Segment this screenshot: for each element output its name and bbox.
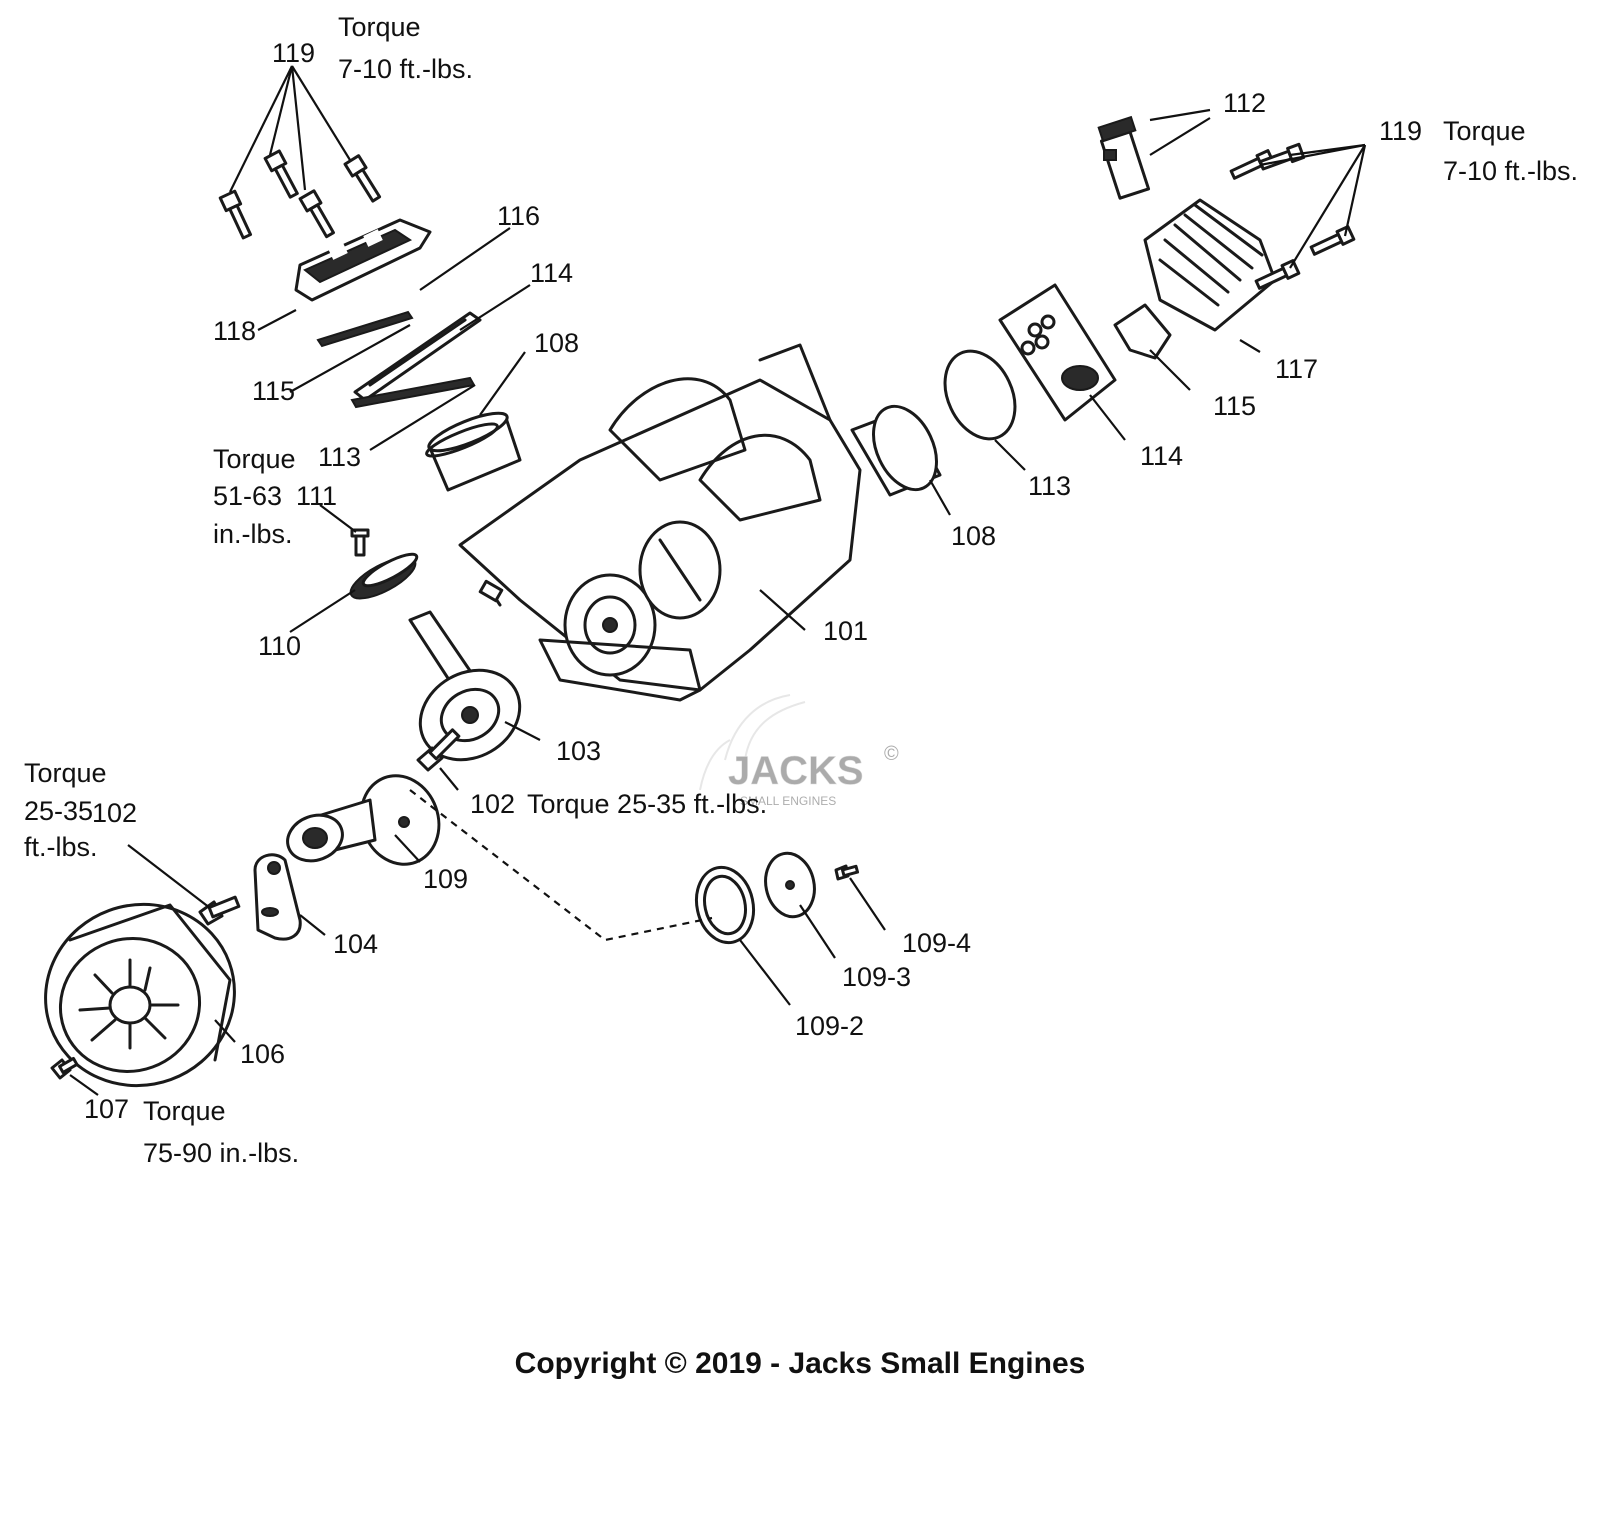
callout-102-right: 102 bbox=[470, 789, 515, 819]
callout-115-right: 115 bbox=[1213, 391, 1256, 421]
callout-106: 106 bbox=[240, 1039, 285, 1069]
callout-114-left: 114 bbox=[530, 258, 573, 288]
torque-119-right-line2: 7-10 ft.-lbs. bbox=[1443, 156, 1578, 186]
fan-106 bbox=[44, 902, 236, 1088]
callout-112: 112 bbox=[1223, 88, 1266, 118]
torque-note-107: Torque 75-90 in.-lbs. bbox=[143, 1096, 299, 1168]
callout-111: 111 bbox=[296, 481, 337, 511]
piston-rod-109 bbox=[286, 774, 441, 866]
callout-119-right: 119 bbox=[1379, 116, 1422, 146]
watermark-subtext: SMALL ENGINES bbox=[740, 794, 836, 808]
leader-lines bbox=[69, 65, 1367, 1096]
callout-101: 101 bbox=[823, 616, 868, 646]
torque-111-line3: in.-lbs. bbox=[213, 519, 293, 549]
torque-note-111: Torque 51-63 in.-lbs. bbox=[213, 444, 296, 549]
valve-plate-114-right bbox=[998, 283, 1117, 422]
torque-111-line1: Torque bbox=[213, 444, 296, 474]
callout-113-left: 113 bbox=[318, 442, 361, 472]
torque-107-line2: 75-90 in.-lbs. bbox=[143, 1138, 299, 1168]
torque-102-left-line2: 25-35 bbox=[24, 796, 93, 826]
callout-119-left: 119 bbox=[272, 38, 315, 68]
crankcase-101 bbox=[458, 343, 862, 702]
bolt-102-upper bbox=[416, 728, 461, 772]
screw-107 bbox=[50, 1056, 79, 1080]
cylinder-head-118 bbox=[294, 218, 432, 302]
disc-109-3 bbox=[764, 851, 816, 919]
callout-109-4: 109-4 bbox=[902, 928, 971, 958]
torque-note-102-left: Torque 25-35 ft.-lbs. bbox=[24, 758, 107, 862]
callout-115-left: 115 bbox=[252, 376, 295, 406]
callout-109: 109 bbox=[423, 864, 468, 894]
counterweight-104 bbox=[253, 853, 302, 941]
torque-107-line1: Torque bbox=[143, 1096, 226, 1126]
piston-110 bbox=[349, 552, 419, 600]
gasket-115-right bbox=[1113, 303, 1172, 360]
jacks-watermark-logo: JACKS SMALL ENGINES © bbox=[699, 694, 899, 808]
bolts-119-left bbox=[218, 149, 382, 240]
torque-119-right-line1: Torque bbox=[1443, 116, 1526, 146]
valve-112 bbox=[1097, 115, 1151, 200]
bolts-119-right bbox=[1229, 142, 1356, 290]
callout-118: 118 bbox=[213, 316, 256, 346]
watermark-copyright-mark: © bbox=[884, 743, 899, 765]
sleeve-108-left bbox=[427, 411, 522, 492]
torque-note-119-left: Torque 7-10 ft.-lbs. bbox=[338, 12, 473, 84]
torque-102-left-line3: ft.-lbs. bbox=[24, 832, 98, 862]
callout-117: 117 bbox=[1275, 354, 1318, 384]
callout-113-right: 113 bbox=[1028, 471, 1071, 501]
callout-103: 103 bbox=[556, 736, 601, 766]
callout-109-2: 109-2 bbox=[795, 1011, 864, 1041]
torque-note-119-right: Torque 7-10 ft.-lbs. bbox=[1443, 116, 1578, 186]
callout-110: 110 bbox=[258, 631, 301, 661]
callout-107: 107 bbox=[84, 1094, 129, 1124]
bolt-102-lower bbox=[198, 895, 241, 926]
cylinder-head-117 bbox=[1143, 198, 1277, 332]
callout-102-left: 102 bbox=[92, 798, 137, 828]
sleeve-108-right bbox=[850, 404, 942, 497]
callout-108-right: 108 bbox=[951, 521, 996, 551]
callout-104: 104 bbox=[333, 929, 378, 959]
torque-102-left-line1: Torque bbox=[24, 758, 107, 788]
callout-109-3: 109-3 bbox=[842, 962, 911, 992]
torque-111-line2: 51-63 bbox=[213, 481, 282, 511]
callout-116: 116 bbox=[497, 201, 540, 231]
torque-119-left-line2: 7-10 ft.-lbs. bbox=[338, 54, 473, 84]
connecting-rod-103 bbox=[408, 610, 522, 762]
torque-119-left-line1: Torque bbox=[338, 12, 421, 42]
gasket-116 bbox=[316, 310, 414, 348]
ring-109-2 bbox=[694, 865, 756, 945]
callout-108-left: 108 bbox=[534, 328, 579, 358]
oring-113-right bbox=[943, 349, 1017, 441]
copyright-notice: Copyright © 2019 - Jacks Small Engines bbox=[515, 1347, 1086, 1380]
oring-113-left bbox=[425, 422, 499, 458]
torque-102-right: Torque 25-35 ft.-lbs. bbox=[527, 789, 767, 819]
watermark-logo-text: JACKS bbox=[728, 749, 864, 793]
screw-109-4 bbox=[834, 864, 860, 881]
callout-114-right: 114 bbox=[1140, 441, 1183, 471]
screw-111 bbox=[350, 528, 370, 557]
